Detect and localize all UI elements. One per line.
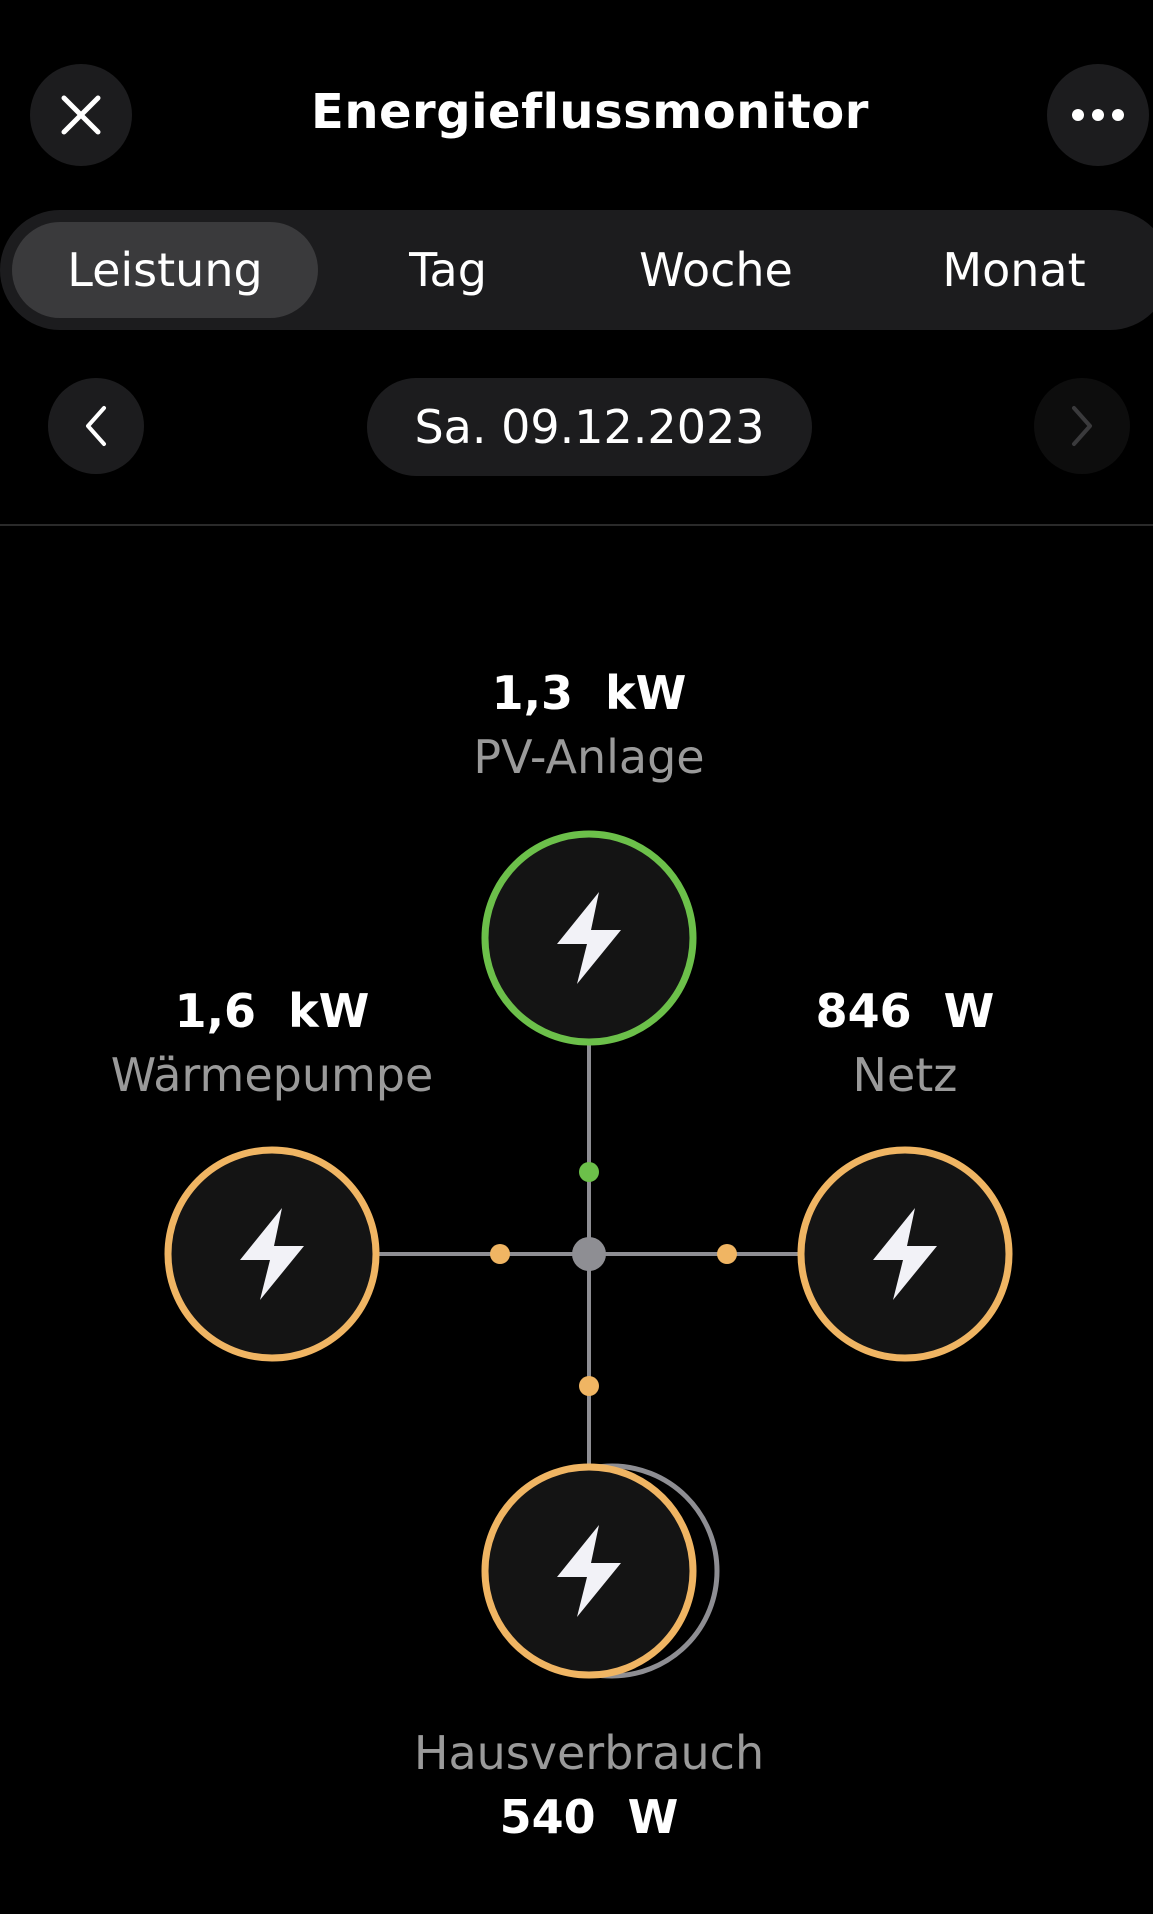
period-tab-bar: Leistung Tag Woche Monat: [0, 210, 1153, 330]
date-selector[interactable]: Sa. 09.12.2023: [367, 378, 812, 476]
chevron-left-icon: [86, 406, 106, 446]
previous-day-button[interactable]: [48, 378, 144, 474]
grid-label: Netz: [852, 1048, 958, 1102]
more-options-button[interactable]: [1047, 64, 1149, 166]
pv-label: PV-Anlage: [473, 730, 705, 784]
tab-monat[interactable]: Monat: [942, 243, 1086, 297]
lightning-bolt-icon: [557, 892, 621, 984]
grid-power-value: 846 W: [815, 984, 995, 1038]
close-icon: [61, 95, 101, 135]
house-node[interactable]: [481, 1463, 697, 1679]
grid-flow-dot: [717, 1244, 737, 1264]
page-title: Energieflussmonitor: [311, 84, 869, 140]
lightning-bolt-icon: [240, 1208, 304, 1300]
divider: [0, 524, 1153, 526]
heatpump-label: Wärmepumpe: [110, 1048, 434, 1102]
close-button[interactable]: [30, 64, 132, 166]
next-day-button[interactable]: [1034, 378, 1130, 474]
date-navigation: Sa. 09.12.2023: [0, 378, 1153, 478]
flow-hub: [572, 1237, 606, 1271]
house-flow-dot: [579, 1376, 599, 1396]
chevron-right-icon: [1072, 406, 1092, 446]
heatpump-node[interactable]: [164, 1146, 380, 1362]
header-bar: Energieflussmonitor: [0, 0, 1153, 200]
house-label: Hausverbrauch: [413, 1726, 765, 1780]
tab-tag[interactable]: Tag: [409, 243, 487, 297]
pv-node[interactable]: [481, 830, 697, 1046]
heatpump-flow-dot: [490, 1244, 510, 1264]
lightning-bolt-icon: [557, 1525, 621, 1617]
tab-leistung[interactable]: Leistung: [12, 222, 318, 318]
more-horizontal-icon: [1072, 109, 1124, 121]
pv-power-value: 1,3 kW: [491, 666, 687, 720]
house-power-value: 540 W: [499, 1790, 679, 1844]
heatpump-power-value: 1,6 kW: [174, 984, 370, 1038]
pv-flow-dot: [579, 1162, 599, 1182]
grid-node[interactable]: [797, 1146, 1013, 1362]
tab-woche[interactable]: Woche: [639, 243, 793, 297]
lightning-bolt-icon: [873, 1208, 937, 1300]
